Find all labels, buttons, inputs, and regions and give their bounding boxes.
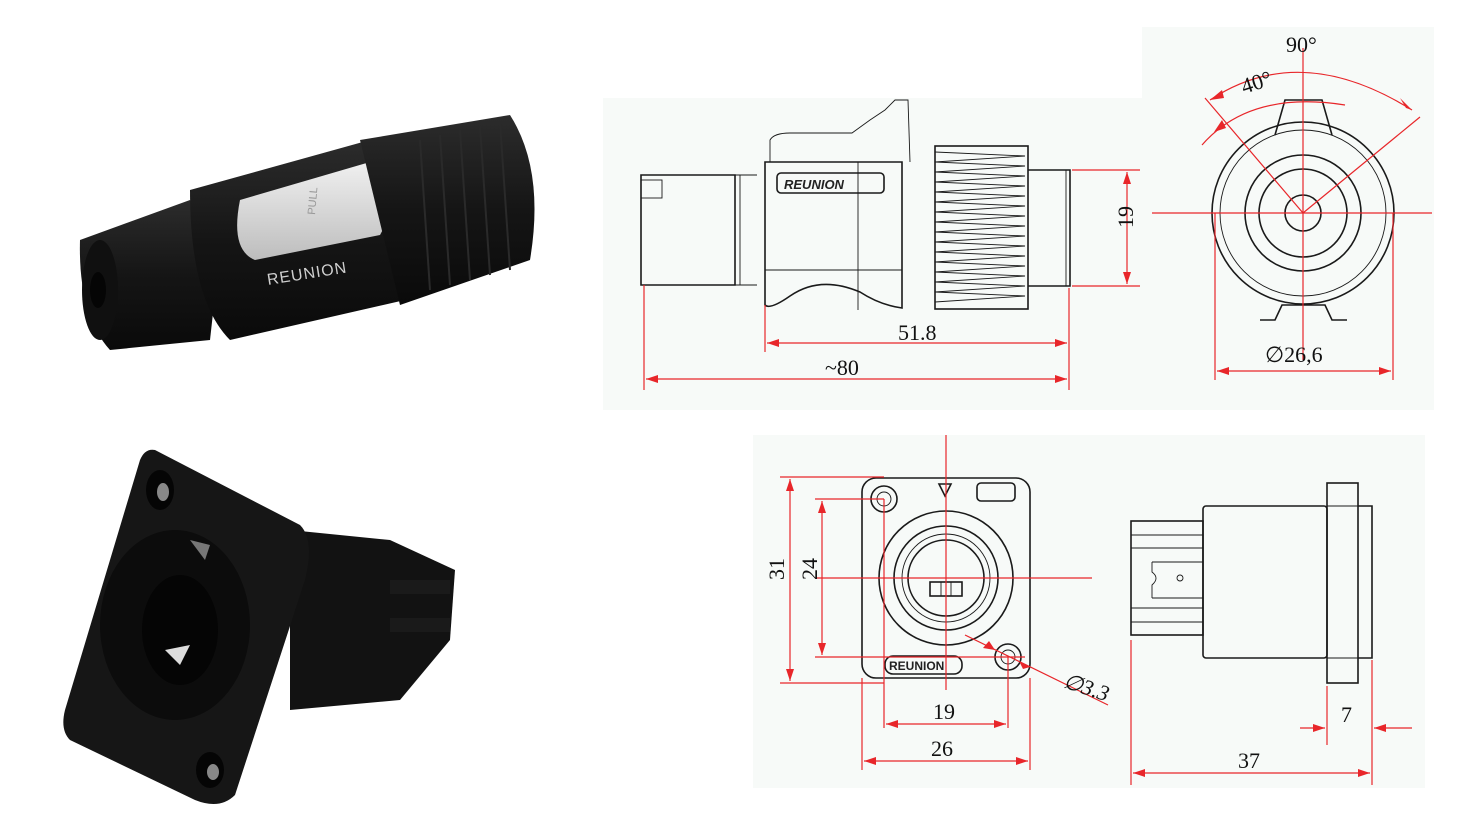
panel-side-view-drawing: 7 37 <box>1120 435 1425 788</box>
dim-body-length: 51.8 <box>898 320 937 345</box>
panel-front-view-drawing: REUNION 31 24 19 26 ∅3.3 <box>753 435 1127 788</box>
dim-tail-diameter: 19 <box>1113 206 1138 228</box>
dim-flange-depth: 7 <box>1341 702 1352 727</box>
drawing-brand-logo: REUNION <box>784 177 845 192</box>
dim-outer-angle: 90° <box>1286 32 1317 57</box>
dim-overall-depth: 37 <box>1238 748 1260 773</box>
cable-front-view-drawing: 90° 40° ∅26,6 <box>1142 27 1434 410</box>
panel-socket-render <box>60 440 480 810</box>
dim-hole-spacing-vertical: 24 <box>797 558 822 580</box>
cable-connector-render: PULL REUNION <box>70 100 570 380</box>
dim-hole-spacing-horizontal: 19 <box>933 699 955 724</box>
dim-inner-angle: 40° <box>1238 65 1275 98</box>
dim-overall-length: ~80 <box>825 355 859 380</box>
cable-side-view-drawing: REUNION 19 51.8 ~80 <box>603 98 1143 410</box>
dim-hole-diameter: ∅3.3 <box>1060 668 1112 706</box>
latch-pull-text: PULL <box>306 187 320 215</box>
dim-front-diameter: ∅26,6 <box>1265 342 1323 367</box>
dim-socket-width: 26 <box>931 736 953 761</box>
cable-connector-image: PULL REUNION <box>79 115 535 350</box>
socket-brand-logo: REUNION <box>889 659 944 673</box>
panel-socket-image <box>63 449 455 804</box>
dim-socket-height: 31 <box>764 558 789 580</box>
